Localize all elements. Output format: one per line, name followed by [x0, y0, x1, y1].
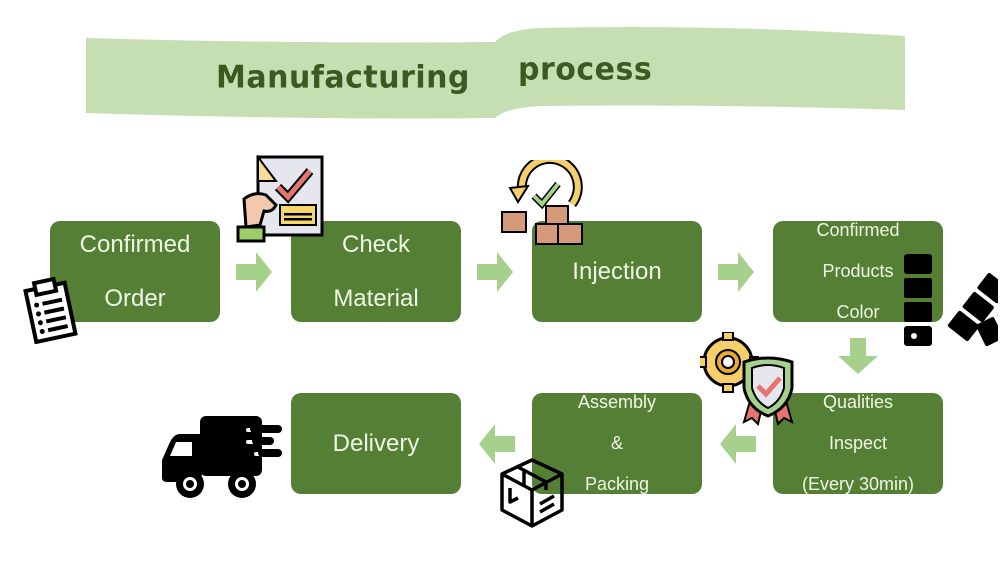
step-check-material: Check Material — [291, 221, 461, 322]
step-confirmed-order: Confirmed Order — [50, 221, 220, 322]
step-label-line: Qualities — [822, 392, 894, 412]
title-word-manufacturing: Manufacturing — [216, 59, 470, 96]
step-label-line: Order — [104, 284, 166, 312]
step-label-line: Confirmed — [79, 230, 191, 258]
step-label-line: Injection — [572, 257, 662, 285]
step-label-line: Products — [822, 261, 894, 281]
step-label-line: Assembly — [577, 392, 657, 412]
step-label-line: Delivery — [332, 429, 420, 457]
package-box-icon — [500, 458, 564, 528]
title-banner — [86, 27, 905, 119]
step-label-line: Check — [341, 230, 411, 258]
step-label-line: Packing — [584, 474, 650, 494]
arrow-right-icon — [236, 252, 272, 292]
step-label-line: Confirmed — [816, 220, 900, 240]
step-label-line: & — [610, 433, 623, 453]
step-qualities-inspect: Qualities Inspect (Every 30min) — [773, 392, 943, 494]
step-label-line: Color — [836, 302, 880, 322]
delivery-truck-icon — [162, 416, 284, 498]
step-label-line: Material — [333, 284, 419, 312]
arrow-down-icon — [838, 338, 878, 374]
boxes-cycle-icon — [501, 160, 583, 245]
arrow-right-icon — [477, 252, 513, 292]
arrow-left-icon — [720, 424, 756, 464]
quality-badge-icon — [700, 332, 794, 426]
color-swatch-icon — [904, 254, 998, 347]
checked-document-icon — [236, 155, 324, 243]
clipboard-icon — [23, 276, 78, 344]
step-label-line: Inspect — [828, 433, 888, 453]
title-word-process: process — [518, 51, 653, 88]
step-delivery: Delivery — [291, 393, 461, 494]
step-label-line: (Every 30min) — [801, 474, 915, 494]
arrow-left-icon — [479, 424, 515, 464]
arrow-right-icon — [718, 252, 754, 292]
